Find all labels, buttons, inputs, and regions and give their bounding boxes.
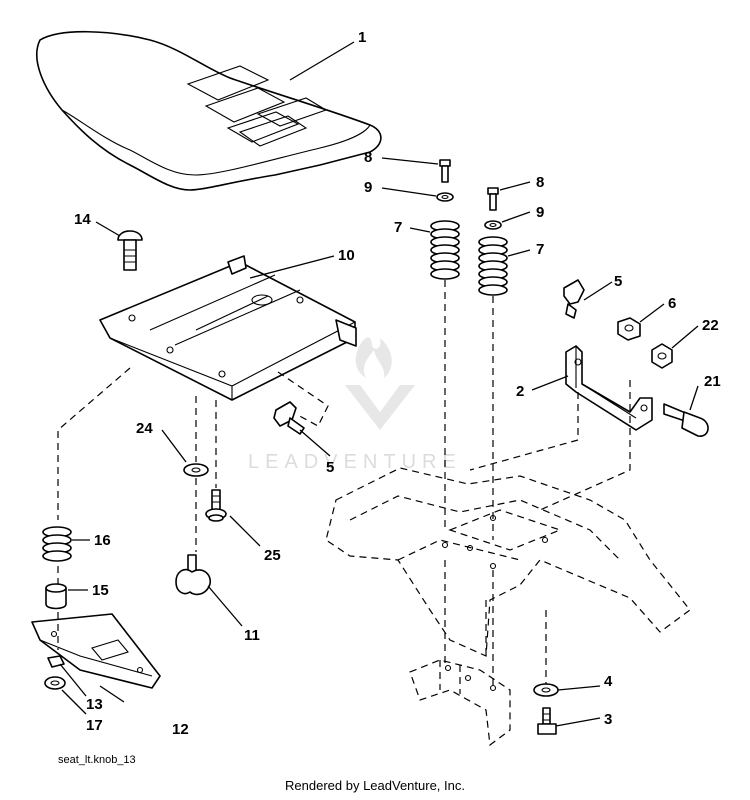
slide-plate — [31, 613, 161, 689]
footer-credit: Rendered by LeadVenture, Inc. — [285, 778, 465, 793]
spring-stack-right — [478, 187, 508, 690]
callout-13: 13 — [86, 696, 103, 713]
callout-8-left: 8 — [364, 149, 372, 166]
callout-14: 14 — [74, 211, 91, 228]
pivot-clip — [563, 279, 585, 319]
callout-12: 12 — [172, 721, 189, 738]
washer — [183, 463, 209, 477]
callout-3: 3 — [604, 711, 612, 728]
callout-1: 1 — [358, 29, 366, 46]
callout-2: 2 — [516, 383, 524, 400]
callout-25: 25 — [264, 547, 281, 564]
mount-bracket-outline — [409, 659, 511, 747]
hex-bolt — [537, 610, 557, 735]
shoulder-bolt — [205, 489, 227, 522]
callout-4: 4 — [604, 673, 613, 690]
callout-9-right: 9 — [536, 204, 544, 221]
flat-washer — [533, 683, 559, 697]
callout-7-left: 7 — [394, 219, 402, 236]
callout-15: 15 — [92, 582, 109, 599]
callout-17: 17 — [86, 717, 103, 734]
frame-outline — [325, 467, 691, 657]
watermark-logo — [345, 337, 415, 430]
carriage-bolt — [117, 230, 143, 271]
watermark-text: LEADVENTURE — [248, 451, 462, 473]
seat — [36, 30, 382, 191]
callout-10: 10 — [338, 247, 355, 264]
callout-9-left: 9 — [364, 179, 372, 196]
adjustment-knob — [175, 554, 212, 596]
callout-16: 16 — [94, 532, 111, 549]
leader-lines — [59, 41, 699, 727]
callout-11: 11 — [244, 627, 260, 644]
lock-washer — [44, 676, 66, 690]
callout-8-right: 8 — [536, 174, 544, 191]
alignment-lines-left — [57, 367, 217, 650]
callout-5-upper: 5 — [614, 273, 622, 290]
callout-24: 24 — [136, 420, 153, 437]
spring-stack-left — [430, 159, 460, 668]
hex-nut — [617, 317, 641, 341]
pivot-bracket — [469, 345, 653, 511]
callout-5-lower: 5 — [326, 459, 334, 476]
callout-6: 6 — [668, 295, 676, 312]
bushing — [45, 583, 67, 610]
spring-small — [42, 526, 72, 562]
figure-id: seat_lt.knob_13 — [58, 754, 136, 766]
callouts: 1 14 10 24 5 25 11 16 15 12 13 17 8 9 7 … — [74, 29, 721, 738]
callout-7-right: 7 — [536, 241, 544, 258]
seat-clip — [273, 371, 329, 435]
callout-21: 21 — [704, 373, 721, 390]
lock-nut — [651, 343, 673, 369]
seat-pan — [99, 255, 357, 401]
callout-22: 22 — [702, 317, 719, 334]
pivot-bolt — [663, 403, 709, 437]
